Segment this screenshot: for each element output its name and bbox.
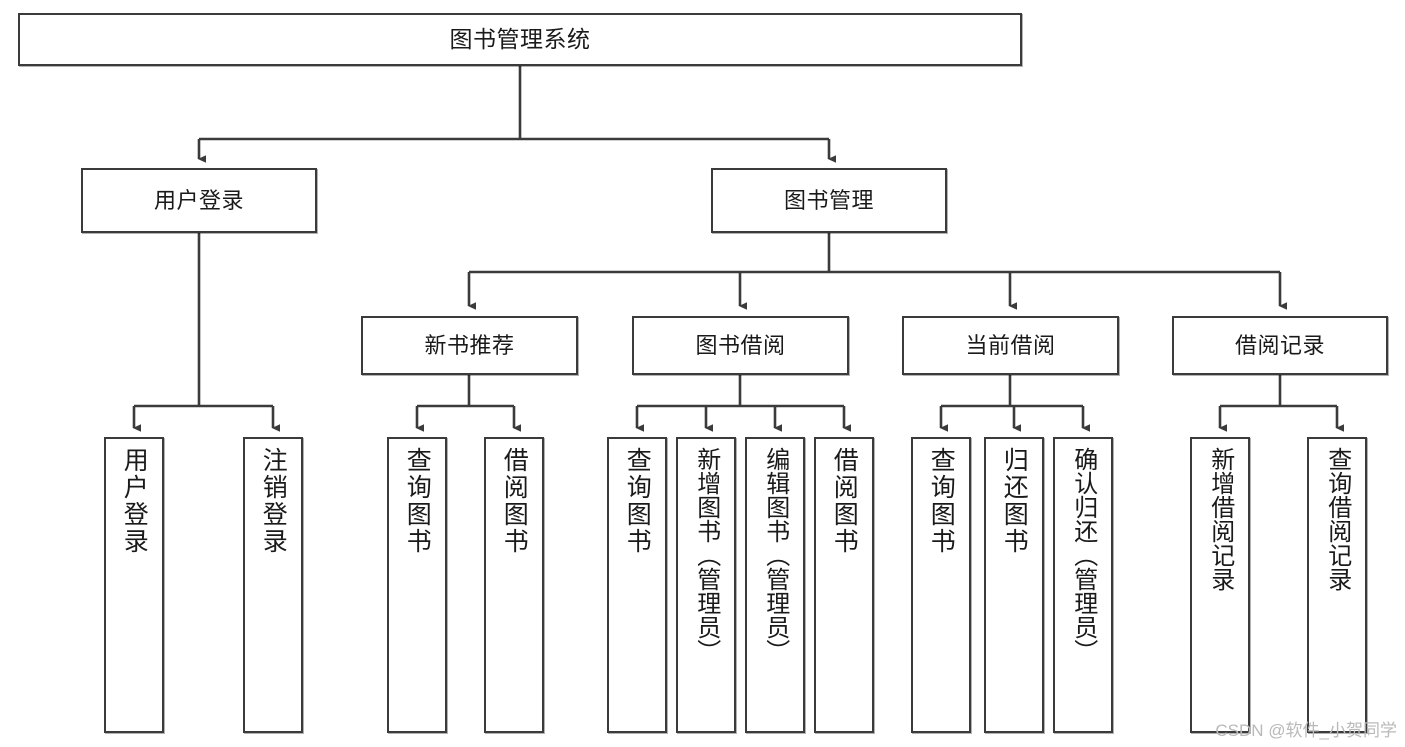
node-leaf-return-book-label: 归还图书	[1000, 447, 1029, 555]
node-leaf-confirm-return-admin[interactable]: 确认归还（管理员）	[1053, 437, 1113, 733]
node-leaf-logout-login-label: 注销登录	[259, 447, 288, 555]
node-leaf-add-book-admin-label: 新增图书（管理员）	[692, 447, 720, 663]
node-leaf-query-book-3-label: 查询图书	[927, 447, 956, 555]
node-leaf-query-book-3[interactable]: 查询图书	[911, 437, 971, 733]
node-leaf-borrow-book-1[interactable]: 借阅图书	[484, 437, 544, 733]
node-leaf-logout-login[interactable]: 注销登录	[243, 437, 303, 733]
node-leaf-add-borrow-record-label: 新增借阅记录	[1206, 447, 1234, 591]
node-borrow-record[interactable]: 借阅记录	[1172, 316, 1388, 375]
node-leaf-query-book-2[interactable]: 查询图书	[607, 437, 667, 733]
node-user-login-label: 用户登录	[153, 187, 244, 213]
node-leaf-confirm-return-admin-label: 确认归还（管理员）	[1069, 447, 1097, 663]
node-current-borrow[interactable]: 当前借阅	[902, 316, 1119, 375]
node-user-login[interactable]: 用户登录	[81, 168, 317, 233]
node-leaf-edit-book-admin[interactable]: 编辑图书（管理员）	[745, 437, 805, 733]
node-leaf-query-book-1-label: 查询图书	[403, 447, 432, 555]
node-leaf-query-borrow-record-label: 查询借阅记录	[1323, 447, 1351, 591]
node-leaf-borrow-book-2-label: 借阅图书	[830, 447, 859, 555]
node-book-management[interactable]: 图书管理	[711, 168, 947, 233]
node-leaf-query-book-1[interactable]: 查询图书	[387, 437, 447, 733]
node-leaf-edit-book-admin-label: 编辑图书（管理员）	[761, 447, 789, 663]
node-leaf-add-borrow-record[interactable]: 新增借阅记录	[1190, 437, 1250, 733]
node-book-management-label: 图书管理	[783, 187, 874, 213]
node-new-book-recommend-label: 新书推荐	[424, 332, 515, 358]
node-leaf-borrow-book-1-label: 借阅图书	[500, 447, 529, 555]
node-leaf-return-book[interactable]: 归还图书	[984, 437, 1044, 733]
node-borrow-record-label: 借阅记录	[1234, 332, 1325, 358]
node-book-borrow[interactable]: 图书借阅	[632, 316, 849, 375]
node-leaf-query-book-2-label: 查询图书	[623, 447, 652, 555]
node-leaf-borrow-book-2[interactable]: 借阅图书	[814, 437, 874, 733]
node-root[interactable]: 图书管理系统	[18, 13, 1022, 66]
node-current-borrow-label: 当前借阅	[965, 332, 1056, 358]
node-leaf-user-login-label: 用户登录	[120, 447, 149, 555]
node-leaf-query-borrow-record[interactable]: 查询借阅记录	[1307, 437, 1367, 733]
csdn-watermark: CSDN @软件_小贺同学	[1215, 721, 1397, 740]
node-leaf-add-book-admin[interactable]: 新增图书（管理员）	[676, 437, 736, 733]
node-new-book-recommend[interactable]: 新书推荐	[361, 316, 578, 375]
node-leaf-user-login[interactable]: 用户登录	[104, 437, 164, 733]
node-book-borrow-label: 图书借阅	[695, 332, 786, 358]
node-root-label: 图书管理系统	[449, 26, 591, 53]
